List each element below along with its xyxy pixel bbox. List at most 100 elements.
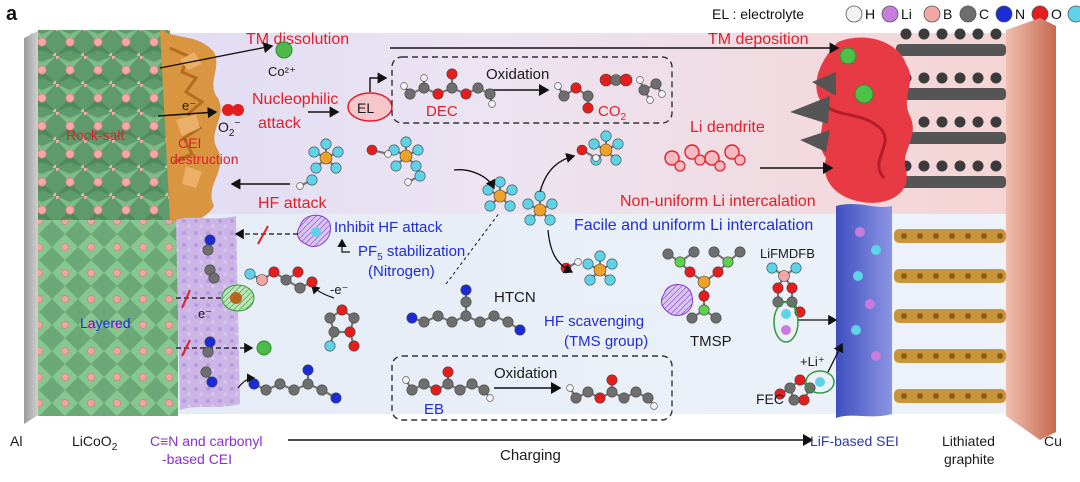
oh-molecule: [576, 144, 600, 162]
cn-carbonyl-cei-layer: [176, 216, 240, 410]
atom-f: [522, 198, 534, 210]
intercalated-li-atom: [990, 72, 1002, 84]
atom-o: [432, 88, 444, 100]
atom-o: [619, 73, 633, 87]
atom-c: [638, 84, 650, 96]
atom-n: [204, 336, 216, 348]
eb-oxidation-box: [391, 355, 673, 421]
atom-c: [642, 392, 654, 404]
pf5-label: PF5 stabilization: [358, 243, 465, 263]
atom-f: [604, 274, 616, 286]
intercalated-li-atom: [954, 160, 966, 172]
graphite-carbon-node: [981, 273, 987, 279]
li-ion-chain: [664, 144, 746, 172]
blocked-co-atom: [256, 340, 272, 356]
rock-salt-label: Rock-salt: [66, 127, 124, 143]
atom-o: [430, 384, 442, 396]
hf-attack-label: HF attack: [258, 195, 327, 212]
e-minus-top: e⁻: [182, 98, 196, 113]
atom-f: [414, 170, 426, 182]
intercalated-li-atom: [918, 116, 930, 128]
co-dissolution-arrow: [159, 42, 274, 69]
legend-swatch-h: [845, 5, 863, 23]
graphite-carbon-node: [997, 273, 1003, 279]
atom-f: [410, 160, 422, 172]
atom-c: [734, 246, 746, 258]
atom-p: [399, 149, 413, 163]
fec-molecule: [774, 374, 816, 406]
atom-o: [366, 144, 378, 156]
atom-o: [786, 282, 798, 294]
atom-c: [606, 386, 618, 398]
hf-cage-bottom: [660, 284, 693, 316]
graphite-carbon-node: [965, 233, 971, 239]
o2-atom-2: [232, 104, 244, 116]
atom-f: [494, 176, 506, 188]
graphite-carbon-node: [981, 393, 987, 399]
atom-c: [582, 386, 594, 398]
legend-symbol-c: C: [979, 6, 989, 22]
atom-c: [418, 82, 430, 94]
atom-f: [606, 258, 618, 270]
pf5-reaction-arrow-left: [453, 169, 496, 190]
atom-f: [400, 136, 412, 148]
atom-c: [650, 78, 662, 90]
atom-f: [330, 162, 342, 174]
li-ion: [714, 160, 726, 172]
li-ion: [724, 144, 740, 160]
graphite-carbon-node: [933, 313, 939, 319]
atom-p: [493, 189, 507, 203]
intercalated-li-atom: [972, 28, 984, 40]
atom-h: [646, 96, 654, 104]
graphite-carbon-node: [997, 313, 1003, 319]
ethyl-fragment: [554, 82, 594, 114]
atom-f: [484, 200, 496, 212]
atom-o: [570, 82, 582, 94]
intercalated-li-atom: [954, 116, 966, 128]
intercalated-li-atom: [972, 160, 984, 172]
atom-h: [402, 376, 410, 384]
co2plus-label: Co²⁺: [268, 64, 296, 79]
graphite-carbon-node: [965, 273, 971, 279]
cei-destruction-line1: CEI: [178, 135, 201, 151]
cei-bound-lifmdfb: [244, 266, 318, 294]
lifmdfb-li-atom: [781, 325, 791, 335]
atom-h: [420, 74, 428, 82]
graphite-carbon-node: [981, 233, 987, 239]
atom-c: [316, 384, 328, 396]
graphite-sheet-lithiated: [896, 44, 1006, 56]
li-ion: [704, 150, 720, 166]
al-label: Al: [10, 433, 22, 449]
atom-c: [582, 90, 594, 102]
atom-f: [324, 340, 336, 352]
atom-h: [658, 90, 666, 98]
atom-c: [442, 378, 454, 390]
tms-group-label: (TMS group): [564, 333, 648, 350]
eb-molecules: [402, 366, 658, 410]
atom-n: [460, 284, 472, 296]
nucleophilic-label: Nucleophilic: [252, 91, 338, 108]
atom-h: [554, 82, 562, 90]
atom-h: [592, 154, 600, 162]
hf-scavenging-label: HF scavenging: [544, 313, 644, 330]
legend-swatch-b: [923, 5, 941, 23]
atom-c: [460, 310, 472, 322]
atom-c: [662, 248, 674, 260]
graphite-carbon-node: [997, 233, 1003, 239]
cn-species-4: [200, 366, 218, 388]
cei-bottom-line2: -based CEI: [162, 451, 232, 467]
graphite-carbon-node: [917, 353, 923, 359]
el-to-oxidation-arrow: [369, 72, 388, 92]
block-mark-bottom: [181, 339, 191, 357]
atom-f: [306, 174, 318, 186]
atom-c: [630, 386, 642, 398]
cei-bottom-line1: C≡N and carbonyl: [150, 433, 262, 449]
li-ion: [734, 154, 746, 166]
nitrile-adsorption-arrow: [237, 373, 256, 389]
atom-n: [302, 364, 314, 376]
atom-c: [708, 246, 720, 258]
atom-c: [418, 378, 430, 390]
atom-f: [310, 162, 322, 174]
legend-swatch-c: [959, 5, 977, 23]
atom-f: [610, 154, 622, 166]
